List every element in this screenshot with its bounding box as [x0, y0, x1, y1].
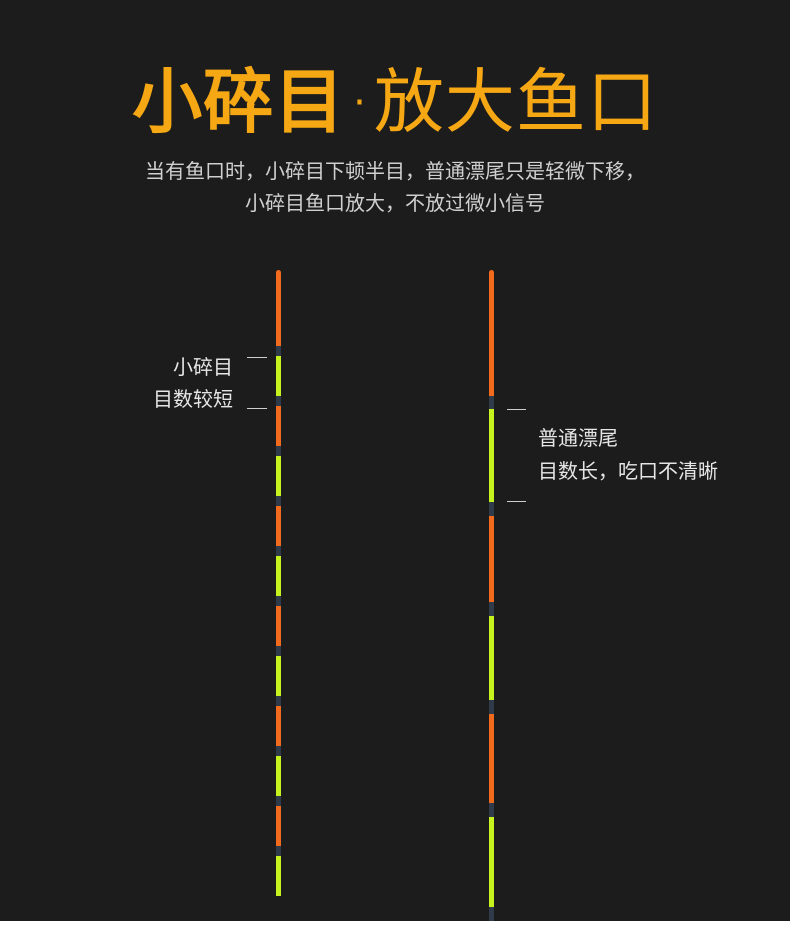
small-segment-float-tip: [276, 270, 281, 921]
right-float-segment-green: [489, 616, 494, 700]
subtitle-line1: 当有鱼口时，小碎目下顿半目，普通漂尾只是轻微下移，: [145, 159, 645, 183]
left-float-segment-gap: [276, 346, 281, 356]
left-float-segment-gap: [276, 796, 281, 806]
left-float-segment-green: [276, 756, 281, 796]
left-float-label-title: 小碎目: [173, 355, 233, 379]
left-float-segment-gap: [276, 446, 281, 456]
left-lower-marker-line: [247, 408, 267, 409]
normal-float-tip: [489, 270, 494, 921]
right-float-segment-gap: [489, 602, 494, 616]
right-float-segment-orange: [489, 714, 494, 803]
left-float-segment-orange: [276, 506, 281, 546]
subtitle-line2: 小碎目鱼口放大，不放过微小信号: [245, 191, 545, 215]
left-float-segment-orange: [276, 270, 281, 346]
left-float-segment-gap: [276, 596, 281, 606]
headline-part1: 小碎目: [132, 61, 346, 143]
right-upper-marker-line: [507, 409, 526, 410]
product-banner: 小碎目·放大鱼口 当有鱼口时，小碎目下顿半目，普通漂尾只是轻微下移， 小碎目鱼口…: [0, 0, 790, 921]
left-float-label-desc: 目数较短: [153, 387, 233, 411]
right-float-segment-green: [489, 409, 494, 502]
right-float-segment-green: [489, 817, 494, 907]
left-float-segment-gap: [276, 646, 281, 656]
left-float-segment-gap: [276, 396, 281, 406]
right-float-label-desc: 目数长，吃口不清晰: [538, 459, 718, 483]
headline: 小碎目·放大鱼口: [0, 60, 790, 163]
right-float-segment-gap: [489, 803, 494, 817]
left-float-segment-orange: [276, 806, 281, 846]
left-float-segment-green: [276, 856, 281, 896]
right-float-segment-orange: [489, 516, 494, 602]
left-float-segment-gap: [276, 546, 281, 556]
left-float-segment-gap: [276, 746, 281, 756]
left-float-segment-gap: [276, 846, 281, 856]
right-float-segment-orange: [489, 270, 494, 396]
left-float-segment-green: [276, 456, 281, 496]
left-float-segment-orange: [276, 706, 281, 746]
right-float-segment-gap: [489, 502, 494, 516]
left-float-segment-green: [276, 356, 281, 396]
left-float-segment-gap: [276, 496, 281, 506]
left-float-segment-green: [276, 556, 281, 596]
right-float-segment-gap: [489, 907, 494, 921]
left-float-segment-orange: [276, 606, 281, 646]
left-float-segment-gap: [276, 696, 281, 706]
left-float-segment-orange: [276, 406, 281, 446]
headline-separator: ·: [353, 80, 366, 126]
right-lower-marker-line: [507, 501, 526, 502]
headline-part2: 放大鱼口: [373, 61, 658, 143]
right-float-segment-gap: [489, 396, 494, 409]
left-float-segment-green: [276, 656, 281, 696]
left-upper-marker-line: [247, 357, 267, 358]
right-float-segment-gap: [489, 700, 494, 714]
right-float-label-title: 普通漂尾: [538, 426, 618, 450]
